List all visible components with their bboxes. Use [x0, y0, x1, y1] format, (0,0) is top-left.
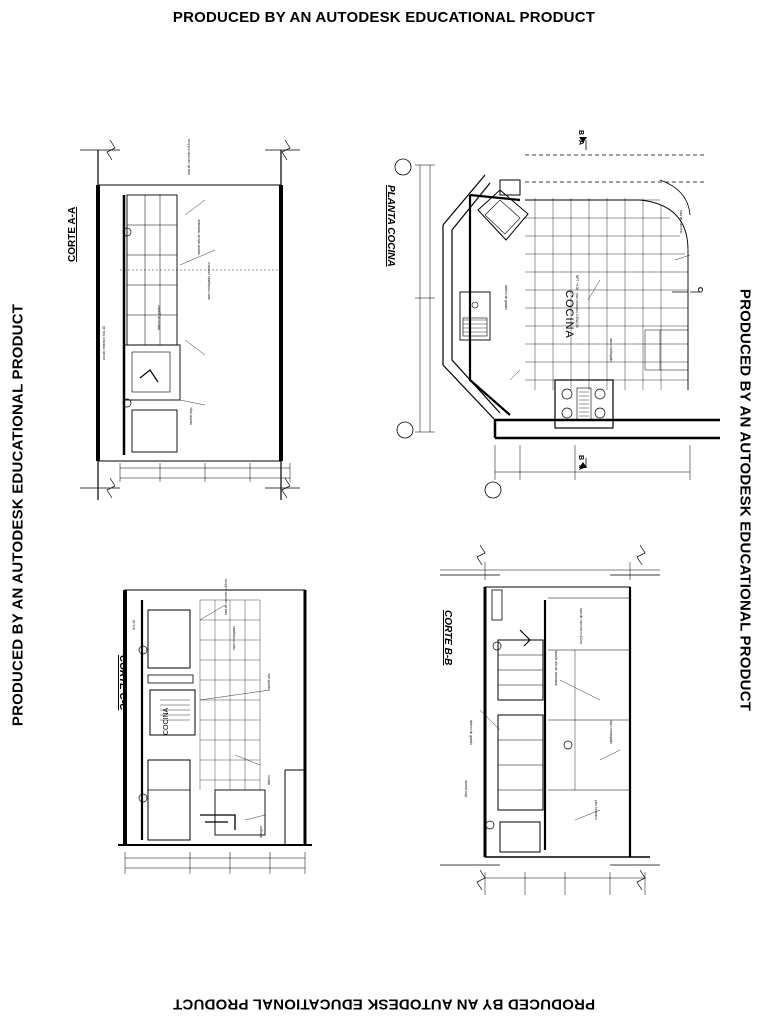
svg-text:muro enchapado: muro enchapado — [609, 720, 613, 744]
svg-text:tablero de granito: tablero de granito — [469, 720, 473, 745]
svg-text:mueble alto de melamine: mueble alto de melamine — [554, 650, 558, 686]
planta-room-label: COCINA — [563, 290, 575, 339]
svg-text:NPT +0.00 · piso ceramico 0.30: NPT +0.00 · piso ceramico 0.30x0.30 — [575, 275, 579, 328]
planta-notes: NPT +0.00 · piso ceramico 0.30x0.30 tabl… — [504, 210, 683, 362]
corte-aa-notes: losa de concreto e=15cm mueble alto de m… — [102, 139, 211, 425]
svg-text:h=2.10: h=2.10 — [132, 620, 136, 630]
svg-text:mueble alto: mueble alto — [267, 673, 271, 690]
corte-aa-title: CORTE A-A — [67, 207, 78, 262]
svg-text:losa de concreto e=15cm: losa de concreto e=15cm — [187, 139, 191, 175]
svg-text:muro enchapado ceramico: muro enchapado ceramico — [207, 262, 211, 300]
svg-text:tablero de granito: tablero de granito — [157, 305, 161, 330]
section-marker-b-bottom: B — [577, 455, 584, 460]
svg-text:muro enchapado: muro enchapado — [609, 338, 613, 362]
svg-text:tablero de granito: tablero de granito — [504, 285, 508, 310]
svg-text:muro enchapado: muro enchapado — [232, 626, 236, 650]
floor-tile-grid — [525, 198, 688, 390]
svg-text:losa de concreto: losa de concreto — [679, 210, 683, 234]
corte-cc-title: CORTE C-C — [117, 655, 128, 711]
watermark-top: PRODUCED BY AN AUTODESK EDUCATIONAL PROD… — [172, 9, 596, 26]
svg-text:piso ceramico: piso ceramico — [594, 800, 598, 820]
corte-cc-drawing — [118, 589, 312, 874]
svg-text:losa de concreto e=15cm: losa de concreto e=15cm — [224, 579, 228, 615]
section-arrow-icon — [579, 137, 587, 468]
corte-cc-notes: losa de concreto e=15cm muro enchapado m… — [132, 579, 271, 838]
svg-text:tablero: tablero — [267, 775, 271, 785]
corte-bb-drawing — [440, 544, 660, 895]
section-marker-b-top: B — [577, 130, 584, 135]
svg-text:zocalo ceramico h=0.10: zocalo ceramico h=0.10 — [102, 326, 106, 360]
section-marker-c: C — [696, 287, 703, 292]
section-marker-a-top: A — [577, 140, 584, 145]
corte-cc-room-label: COCINA — [163, 707, 170, 735]
planta-cocina-drawing — [394, 140, 720, 499]
svg-text:mueble alto de melamine: mueble alto de melamine — [197, 219, 201, 255]
svg-text:desague: desague — [259, 826, 263, 838]
svg-text:losa de concreto e=15cm: losa de concreto e=15cm — [579, 608, 583, 644]
corte-aa-drawing — [80, 139, 300, 500]
corte-bb-notes: losa de concreto e=15cm mueble alto de m… — [464, 608, 613, 820]
svg-text:mueble bajo: mueble bajo — [464, 780, 468, 798]
corte-bb-title: CORTE B-B — [442, 610, 453, 665]
svg-text:mueble bajo: mueble bajo — [189, 407, 193, 425]
planta-title: PLANTA COCINA — [385, 185, 396, 267]
